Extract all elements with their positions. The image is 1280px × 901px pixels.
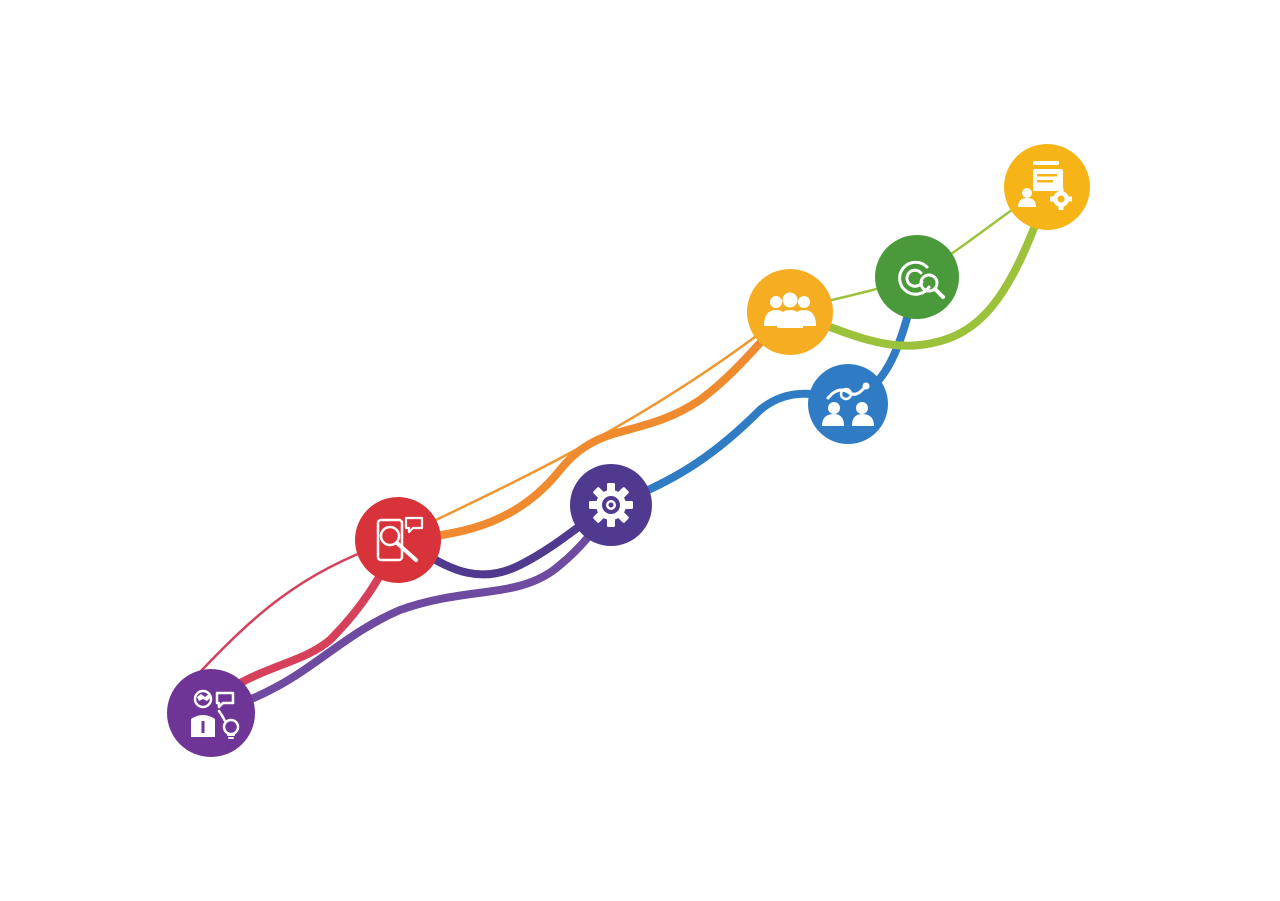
node-circle-green bbox=[875, 235, 959, 319]
path-orange bbox=[394, 308, 794, 544]
node-team bbox=[747, 269, 833, 355]
node-collaboration bbox=[167, 669, 255, 757]
path-blue bbox=[608, 276, 920, 509]
node-circle-purple bbox=[167, 669, 255, 757]
team-group-icon bbox=[764, 292, 816, 328]
handshake-people-icon bbox=[822, 382, 874, 426]
node-management bbox=[1004, 144, 1090, 230]
node-partnership bbox=[808, 364, 888, 444]
node-settings bbox=[570, 464, 652, 546]
person-chat-idea-icon bbox=[191, 689, 240, 739]
user-document-gear-icon bbox=[1018, 161, 1072, 210]
path-violet-lower bbox=[208, 501, 616, 716]
gear-icon bbox=[589, 483, 633, 527]
node-circle-blue bbox=[808, 364, 888, 444]
target-magnifier-icon bbox=[898, 260, 945, 299]
node-research bbox=[355, 497, 441, 583]
mobile-search-icon bbox=[376, 516, 424, 562]
path-lime bbox=[786, 186, 1052, 350]
node-analysis bbox=[875, 235, 959, 319]
